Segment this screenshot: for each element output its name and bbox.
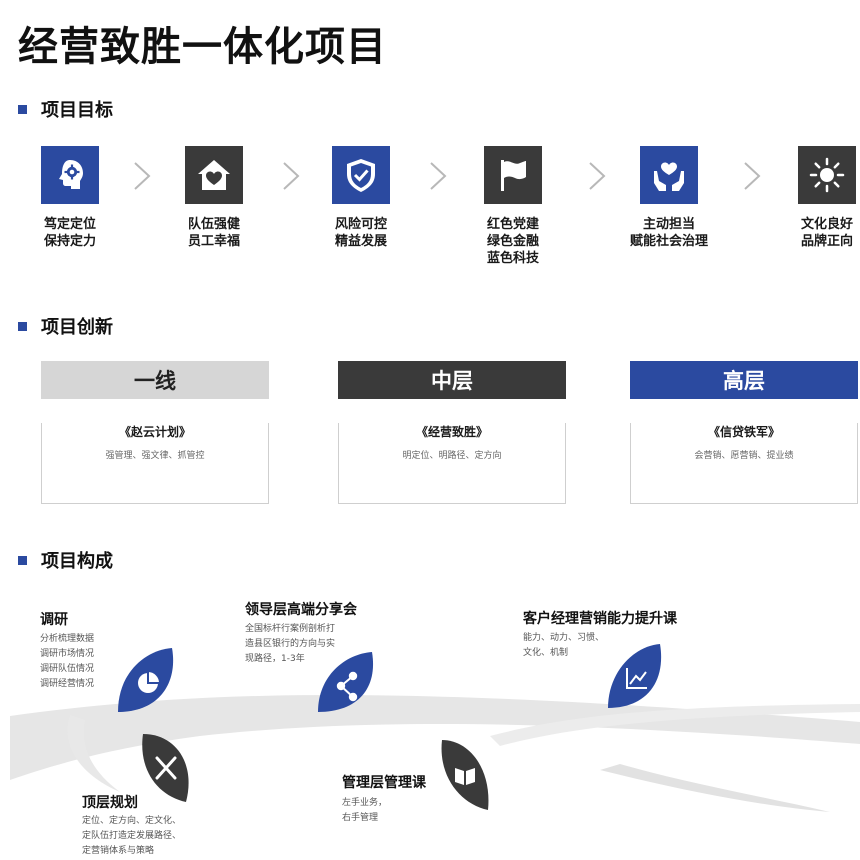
comp-planning-desc: 定位、定方向、定文化、定队伍打造定发展路径、定营销体系与策略: [82, 816, 182, 856]
section-composition-header: 项目构成: [18, 547, 113, 573]
pie-chart-icon: [138, 669, 162, 693]
leaf-sales: [608, 644, 662, 708]
card-header: 高层: [630, 361, 858, 399]
goal-item-1: 笃定定位保持定力: [15, 146, 125, 250]
comp-sales-desc: 能力、动力、习惯、文化、机制: [523, 633, 605, 658]
section-marker: [18, 321, 27, 331]
comp-management-title: 管理层管理课: [342, 775, 426, 791]
card-program-name: 《经营致胜》: [415, 425, 488, 439]
card-body: 《信贷铁军》 会营销、愿营销、提业绩: [630, 423, 858, 504]
line-chart-icon: [626, 668, 647, 689]
comp-planning-title: 顶层规划: [82, 795, 138, 811]
house-heart-icon: [185, 146, 243, 204]
card-body: 《赵云计划》 强管理、强文律、抓管控: [41, 423, 269, 504]
goal-item-4: 红色党建绿色金融蓝色科技: [458, 146, 568, 267]
branch-twig: [600, 764, 830, 812]
section-innovation-header: 项目创新: [18, 313, 113, 339]
section-marker: [18, 104, 27, 114]
section-goals-title: 项目目标: [41, 100, 113, 121]
head-gear-icon: [41, 146, 99, 204]
card-program-name: 《信贷铁军》: [707, 425, 780, 439]
card-header: 中层: [338, 361, 566, 399]
chevron-right-icon: [134, 162, 151, 190]
innovation-card-senior: 高层 《信贷铁军》 会营销、愿营销、提业绩: [630, 361, 858, 504]
share-icon: [336, 671, 358, 702]
goal-label: 笃定定位保持定力: [43, 217, 96, 249]
goal-label: 主动担当赋能社会治理: [629, 217, 708, 249]
comp-leadership-desc: 全国标杆行案例剖析打造县区银行的方向与实现路径，1-3年: [245, 624, 336, 664]
comp-sales-title: 客户经理营销能力提升课: [523, 611, 677, 627]
goal-item-6: 文化良好品牌正向: [772, 146, 860, 250]
comp-research-desc: 分析梳理数据调研市场情况调研队伍情况调研经营情况: [40, 634, 95, 689]
comp-management-desc: 左手业务，右手管理: [342, 798, 388, 823]
tools-icon: [155, 756, 177, 780]
chevron-right-icon: [589, 162, 606, 190]
goal-label: 红色党建绿色金融蓝色科技: [486, 217, 539, 266]
card-program-desc: 明定位、明路径、定方向: [402, 451, 502, 461]
goal-label: 队伍强健员工幸福: [187, 217, 240, 249]
shield-check-icon: [332, 146, 390, 204]
card-program-desc: 会营销、愿营销、提业绩: [694, 451, 794, 461]
innovation-card-frontline: 一线 《赵云计划》 强管理、强文律、抓管控: [41, 361, 269, 504]
section-marker: [18, 555, 27, 565]
branch-twig: [67, 715, 120, 792]
section-goals-header: 项目目标: [18, 96, 113, 122]
goal-item-3: 风险可控精益发展: [306, 146, 416, 250]
card-header: 一线: [41, 361, 269, 399]
innovation-card-middle: 中层 《经营致胜》 明定位、明路径、定方向: [338, 361, 566, 504]
goal-label: 风险可控精益发展: [334, 217, 387, 249]
goal-item-5: 主动担当赋能社会治理: [614, 146, 724, 250]
leaf-management: [441, 740, 489, 810]
section-composition-title: 项目构成: [41, 551, 113, 572]
goal-item-2: 队伍强健员工幸福: [159, 146, 269, 250]
chevron-right-icon: [744, 162, 761, 190]
comp-research-title: 调研: [40, 612, 68, 628]
chevron-right-icon: [283, 162, 300, 190]
flag-icon: [484, 146, 542, 204]
page-title: 经营致胜一体化项目: [18, 23, 387, 70]
book-icon: [455, 768, 475, 785]
section-innovation-title: 项目创新: [41, 317, 113, 338]
comp-leadership-title: 领导层高端分享会: [245, 602, 357, 618]
goal-label: 文化良好品牌正向: [800, 217, 853, 249]
hands-heart-icon: [640, 146, 698, 204]
branch-twig: [490, 704, 860, 746]
card-program-name: 《赵云计划》: [118, 425, 191, 439]
chevron-right-icon: [430, 162, 447, 190]
card-program-desc: 强管理、强文律、抓管控: [105, 451, 205, 461]
sun-icon: [798, 146, 856, 204]
card-body: 《经营致胜》 明定位、明路径、定方向: [338, 423, 566, 504]
